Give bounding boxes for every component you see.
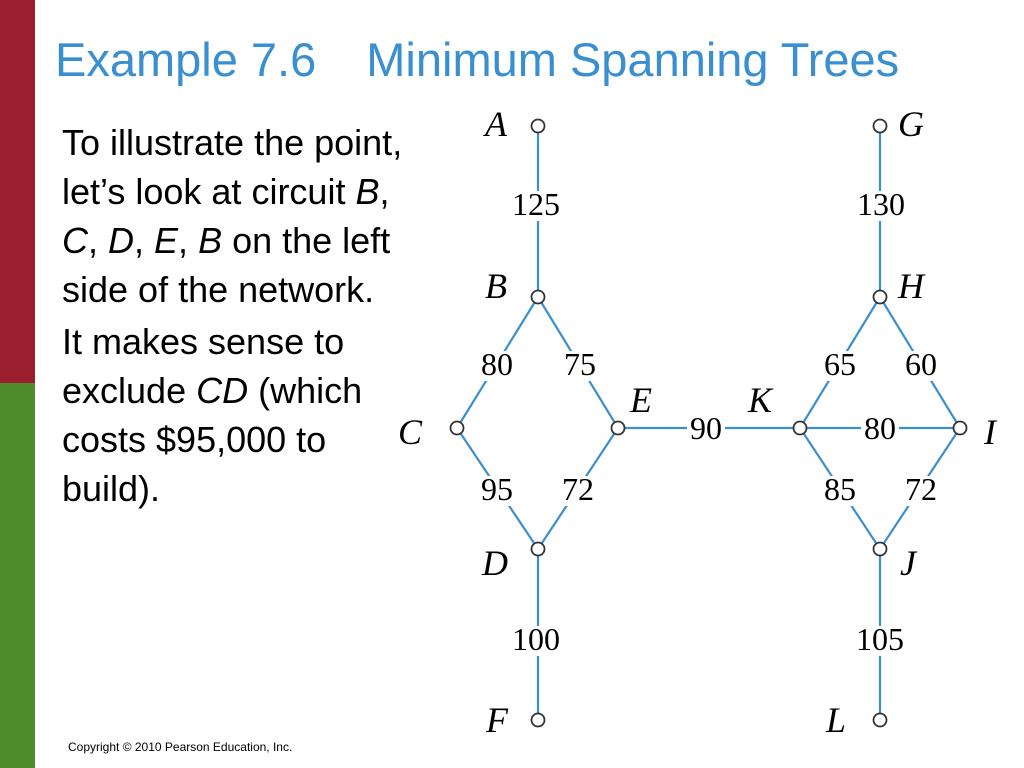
vertex-j — [872, 541, 888, 557]
p1-E: E — [154, 220, 179, 261]
vertex-f — [530, 712, 546, 728]
weight-label-bg — [478, 351, 516, 381]
p1-comma: , — [88, 220, 109, 261]
weight-label-bg — [821, 351, 859, 381]
vertex-label-f: F — [485, 700, 509, 740]
vertex-h — [872, 289, 888, 305]
vertex-label-i: I — [983, 412, 998, 452]
vertex-label-group: A B C D E F G H I J K L — [398, 104, 998, 740]
weight-label-bg — [509, 191, 563, 221]
edge-weight-j-l: 105 — [856, 621, 904, 657]
edge-weight-d-e: 72 — [562, 471, 594, 507]
edge-weight-k-j: 85 — [824, 471, 856, 507]
p1-comma: , — [379, 171, 390, 212]
vertex-a — [530, 118, 546, 134]
vertex-l — [872, 712, 888, 728]
weight-label-bg — [561, 351, 599, 381]
p1-B-end: B — [198, 220, 223, 261]
title-text: Minimum Spanning Trees — [366, 33, 900, 86]
edge-weight-k-i: 80 — [864, 410, 896, 446]
p1-text-b: on the left side of the network. — [62, 220, 391, 310]
vertex-d — [530, 541, 546, 557]
weight-label-bg — [854, 191, 908, 221]
vertex-label-g: G — [898, 104, 924, 144]
vertex-i — [952, 420, 968, 436]
p2-CD: CD — [196, 370, 249, 411]
p1-B: B — [355, 171, 380, 212]
edge-weight-b-c: 80 — [481, 346, 513, 382]
p1-C: C — [62, 220, 88, 261]
weight-label-bg — [821, 476, 859, 506]
p1-D: D — [108, 220, 135, 261]
edge-weight-i-j: 72 — [905, 471, 937, 507]
edge-weight-e-k: 90 — [690, 410, 722, 446]
vertex-label-j: J — [900, 543, 918, 583]
edge-weight-g-h: 130 — [857, 186, 905, 222]
edge-weight-c-d: 95 — [481, 471, 513, 507]
title-example-number: Example 7.6 — [55, 33, 317, 86]
vertex-b — [530, 289, 546, 305]
weight-label-bg — [559, 476, 597, 506]
p1-comma: , — [134, 220, 155, 261]
vertex-c — [449, 420, 465, 436]
vertex-label-e: E — [629, 380, 652, 420]
vertex-e — [610, 420, 626, 436]
p2-text-b: (which costs $95,000 to build). — [62, 370, 363, 509]
copyright-notice: Copyright © 2010 Pearson Education, Inc. — [68, 740, 293, 754]
weight-label-bg — [853, 626, 907, 656]
edge-weight-d-f: 100 — [512, 621, 560, 657]
paragraph-2: It makes sense to exclude CD (which cost… — [62, 317, 422, 513]
vertex-label-d: D — [481, 543, 508, 583]
body-text: To illustrate the point, let’s look at c… — [62, 118, 422, 516]
edge-weight-h-i: 60 — [905, 346, 937, 382]
vertex-label-c: C — [398, 412, 423, 452]
vertex-k — [792, 420, 808, 436]
edge-weight-a-b: 125 — [512, 186, 560, 222]
vertex-label-b: B — [485, 266, 507, 306]
vertex-label-h: H — [897, 266, 926, 306]
p1-comma: , — [178, 220, 199, 261]
weight-label-bg — [902, 476, 940, 506]
vertex-g — [872, 118, 888, 134]
p2-text-a: It makes sense to exclude — [62, 321, 345, 411]
weight-label-bg — [687, 415, 725, 445]
weight-label-bg — [902, 351, 940, 381]
weight-label-bg — [861, 415, 899, 445]
accent-bar-green — [0, 383, 35, 768]
p1-text-a: To illustrate the point, let’s look at c… — [62, 122, 403, 212]
vertex-label-a: A — [483, 104, 508, 144]
weight-label-bg — [509, 626, 563, 656]
vertex-group — [449, 118, 968, 728]
accent-bar-red — [0, 0, 35, 383]
weight-label-bg — [478, 476, 516, 506]
slide-title: Example 7.6 Minimum Spanning Trees — [55, 36, 899, 83]
paragraph-1: To illustrate the point, let’s look at c… — [62, 118, 422, 314]
vertex-label-k: K — [747, 380, 774, 420]
edge-weight-b-e: 75 — [564, 346, 596, 382]
edge-weight-h-k: 65 — [824, 346, 856, 382]
vertex-label-l: L — [825, 700, 846, 740]
